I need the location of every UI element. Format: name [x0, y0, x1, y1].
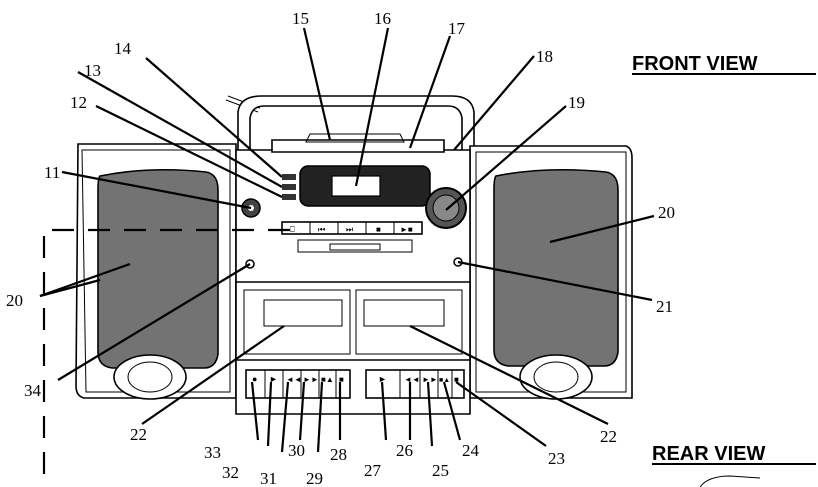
- left-tweeter: [113, 354, 187, 400]
- cassette-decks: [235, 281, 471, 361]
- callout-21: 21: [656, 297, 673, 316]
- callout-24: 24: [462, 441, 480, 460]
- band-indicator-1: [282, 174, 296, 180]
- callout-16: 16: [374, 9, 391, 28]
- callout-27: 27: [364, 461, 382, 480]
- main-unit: ⎕ ⏮ ⏭ ■ ►■: [235, 133, 471, 415]
- callout-12: 12: [70, 93, 87, 112]
- callout-14: 14: [114, 39, 132, 58]
- front-view-heading: FRONT VIEW: [632, 53, 758, 75]
- svg-text:◄◄: ◄◄: [286, 375, 302, 384]
- cd-lid: [271, 139, 445, 153]
- svg-text:►■: ►■: [400, 225, 413, 234]
- svg-text:►►: ►►: [422, 375, 438, 384]
- svg-text:■: ■: [454, 375, 459, 384]
- svg-text:►►: ►►: [303, 375, 319, 384]
- callout-20-left: 20: [6, 291, 23, 310]
- left-speaker-grille: [97, 168, 219, 369]
- right-speaker-grille: [493, 168, 619, 367]
- callout-34: 34: [24, 381, 42, 400]
- callout-22-left: 22: [130, 425, 147, 444]
- svg-text:■▲: ■▲: [439, 377, 450, 384]
- callout-32: 32: [222, 463, 239, 482]
- svg-text:►: ►: [378, 374, 387, 384]
- callout-13: 13: [84, 61, 101, 80]
- callout-19: 19: [568, 93, 585, 112]
- callout-11: 11: [44, 163, 60, 182]
- svg-text:⎕: ⎕: [290, 225, 295, 234]
- callout-31: 31: [260, 469, 277, 487]
- callout-22-right: 22: [600, 427, 617, 446]
- cd-button-row: ⎕ ⏮ ⏭ ■ ►■: [281, 221, 423, 235]
- callout-26: 26: [396, 441, 413, 460]
- svg-text:⏮: ⏮: [318, 225, 325, 234]
- tape-controls-left: ● ► ◄◄ ►► ■▲ ■: [245, 369, 351, 399]
- callout-15: 15: [292, 9, 309, 28]
- svg-text:►: ►: [269, 374, 278, 384]
- svg-text:■: ■: [376, 225, 381, 234]
- callout-20-right: 20: [658, 203, 675, 222]
- svg-text:◄◄: ◄◄: [404, 375, 420, 384]
- tape-controls-right: ► ◄◄ ►► ■▲ ■: [365, 369, 465, 399]
- section-dashed-line: [42, 228, 290, 487]
- svg-text:●: ●: [252, 374, 257, 384]
- band-indicator-2: [282, 184, 296, 190]
- band-indicator-3: [282, 194, 296, 200]
- callout-30: 30: [288, 441, 305, 460]
- left-speaker: [75, 143, 237, 400]
- svg-text:■▲: ■▲: [321, 375, 334, 384]
- boombox-illustration: ⎕ ⏮ ⏭ ■ ►■: [75, 95, 633, 415]
- callout-33: 33: [204, 443, 221, 462]
- callout-28: 28: [330, 445, 347, 464]
- rear-view-heading: REAR VIEW: [652, 443, 765, 465]
- callout-17: 17: [448, 19, 466, 38]
- rear-view-sketch: [699, 475, 761, 487]
- callout-25: 25: [432, 461, 449, 480]
- callout-23: 23: [548, 449, 565, 468]
- callout-labels: 11 12 13 14 15 16 17 18 19 20 20 21 22 2…: [6, 9, 675, 487]
- svg-text:⏭: ⏭: [346, 225, 353, 234]
- right-speaker: [469, 145, 633, 400]
- callout-29: 29: [306, 469, 323, 487]
- svg-text:■: ■: [339, 375, 344, 384]
- leader-lines: [39, 27, 655, 453]
- callout-18: 18: [536, 47, 553, 66]
